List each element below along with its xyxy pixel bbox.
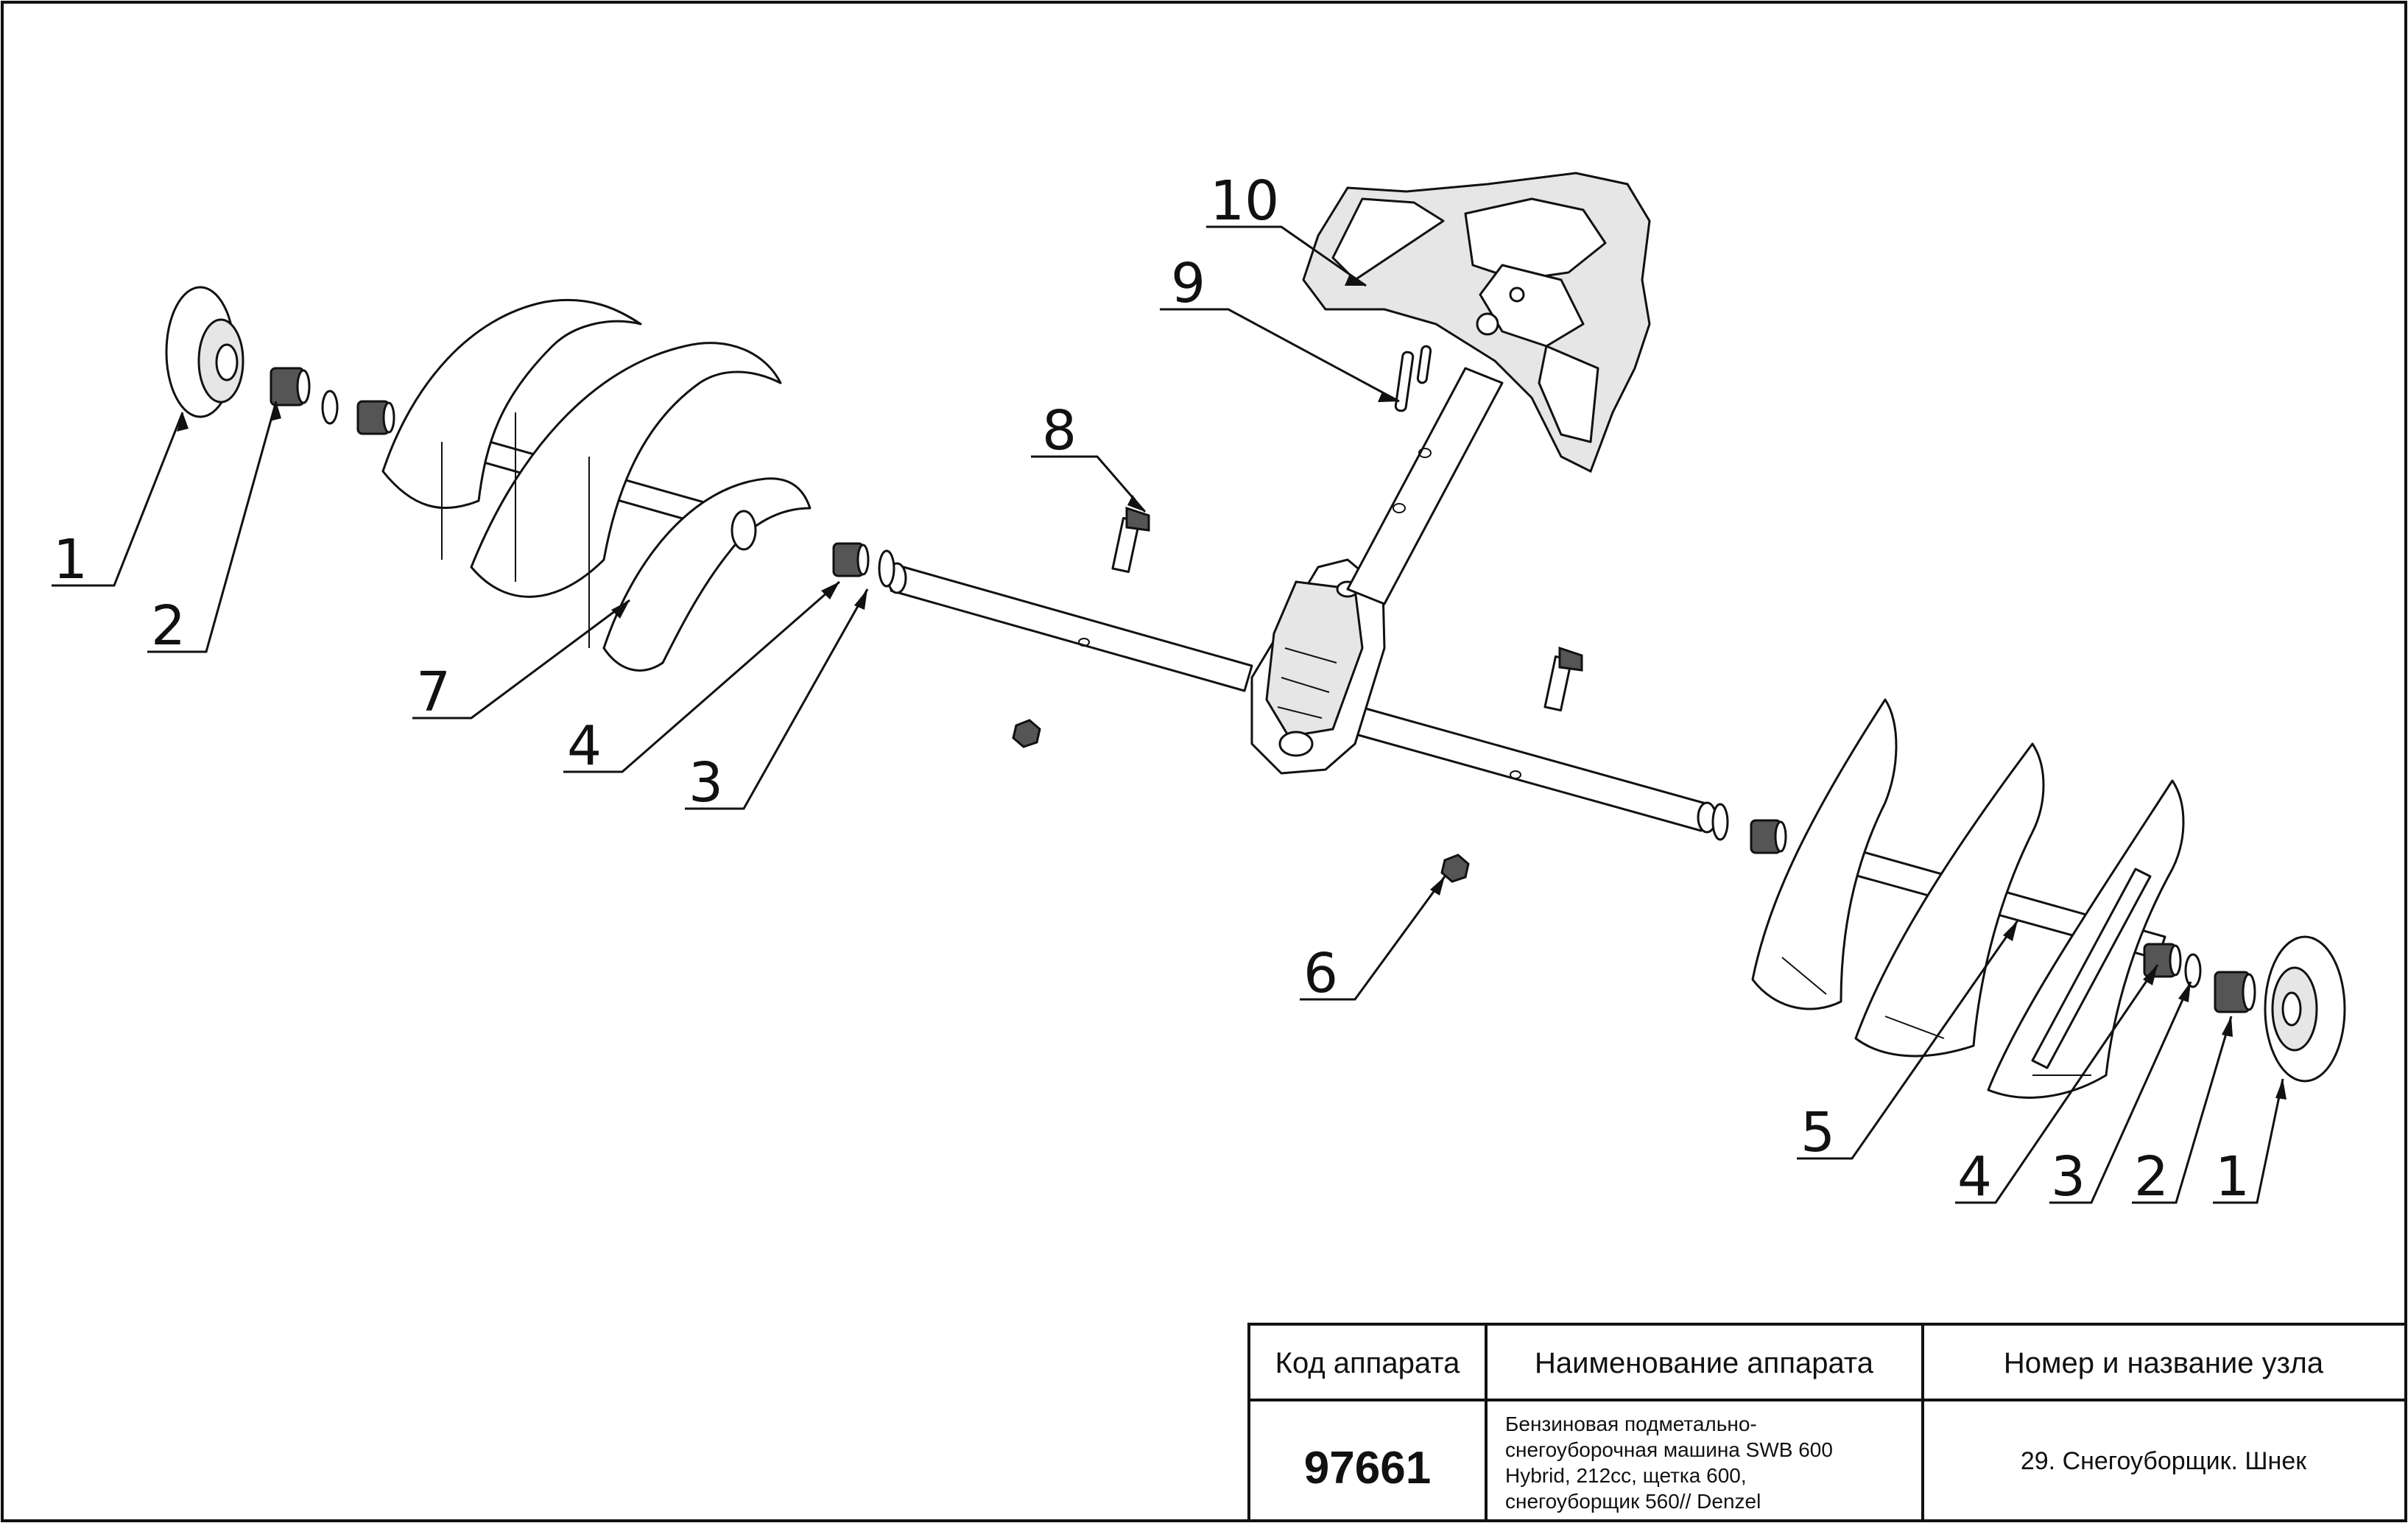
device-name-line-4: снегоуборщик 560// Denzel (1505, 1490, 1761, 1513)
callout-4-right: 4 (1957, 1145, 1992, 1209)
callout-10: 10 (1210, 169, 1279, 233)
title-block-name-header: Наименование аппарата (1535, 1347, 1874, 1379)
title-block-code-header: Код аппарата (1275, 1347, 1460, 1379)
callout-2-right: 2 (2134, 1145, 2169, 1209)
device-code: 97661 (1304, 1443, 1431, 1494)
callout-6: 6 (1303, 942, 1338, 1005)
device-name-line-2: снегоуборочная машина SWB 600 (1505, 1438, 1833, 1461)
callout-9: 9 (1171, 252, 1205, 315)
bushing-right-inner (1750, 819, 1787, 854)
end-cap-left (165, 286, 244, 418)
callout-1-left: 1 (53, 528, 88, 591)
bushing-left-outer (356, 400, 395, 435)
washer-left-outer (321, 390, 339, 425)
nut-left (1012, 719, 1041, 748)
shear-pin (1394, 345, 1432, 412)
callout-3-left: 3 (689, 751, 723, 815)
callout-1-right: 1 (2215, 1145, 2250, 1209)
nut-right (1440, 854, 1470, 883)
gearbox-housing (1250, 558, 1386, 775)
device-name-line-1: Бензиновая подметально- (1505, 1413, 1757, 1435)
unit-name: 29. Снегоуборщик. Шнек (2021, 1447, 2307, 1475)
callout-7: 7 (416, 661, 451, 724)
auger-left (381, 298, 812, 672)
washer-right-inner (1711, 803, 1729, 841)
callout-labels: 1 2 7 4 3 8 10 9 6 5 4 3 2 1 (53, 169, 2250, 1209)
bolt-left (1111, 506, 1150, 574)
callout-8: 8 (1042, 399, 1077, 462)
bearing-right (2214, 971, 2256, 1013)
device-name-line-3: Hybrid, 212cc, щетка 600, (1505, 1464, 1747, 1487)
washer-left-inner (878, 549, 895, 588)
bushing-right-outer (2143, 943, 2182, 978)
washer-right-outer (2184, 953, 2202, 988)
bearing-left (270, 367, 311, 407)
impeller-housing (1302, 172, 1651, 474)
callout-4-left: 4 (567, 714, 602, 778)
bolt-right (1543, 646, 1583, 712)
callout-5: 5 (1800, 1101, 1835, 1164)
callout-3-right: 3 (2051, 1145, 2085, 1209)
title-block: Код аппарата Наименование аппарата Номер… (1247, 1323, 2407, 1522)
bushing-left-inner (832, 542, 870, 577)
auger-right (1751, 698, 2185, 1099)
end-cap-right (2264, 935, 2346, 1083)
leader-lines (52, 225, 2286, 1204)
title-block-unit-header: Номер и название узла (2004, 1347, 2324, 1379)
drive-shaft (1346, 367, 1504, 605)
callout-2-left: 2 (151, 594, 186, 658)
